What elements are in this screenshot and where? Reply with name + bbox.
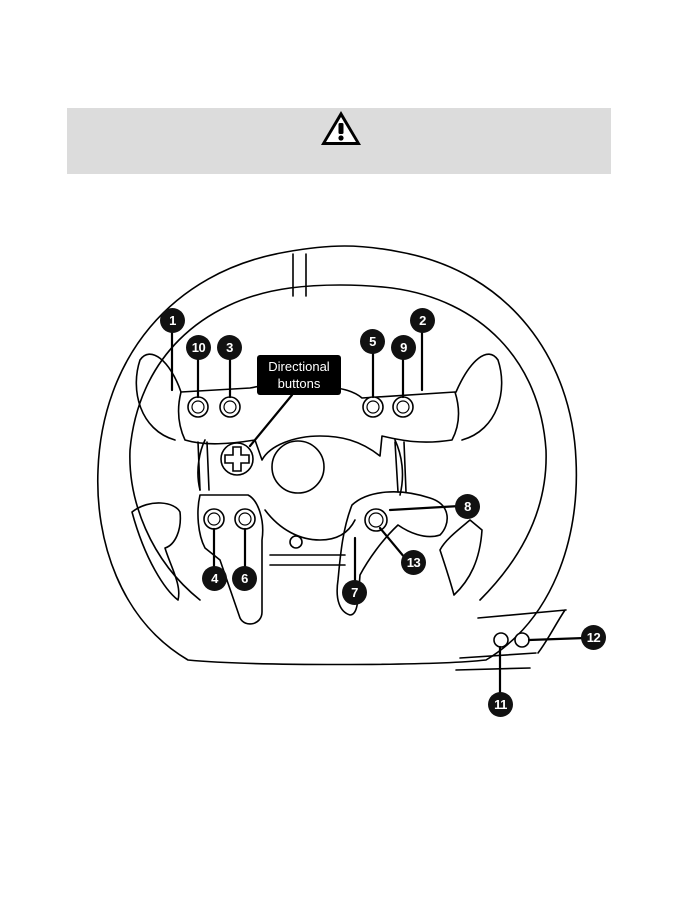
hub-bottom-hole (290, 536, 302, 548)
callout-10: 10 (186, 335, 211, 360)
hub-bottom (265, 510, 355, 565)
callout-1: 1 (160, 308, 185, 333)
left-lower-grip (132, 503, 180, 600)
callout-9: 9 (391, 335, 416, 360)
spoke-right (395, 442, 406, 492)
button-5-shape (363, 397, 383, 417)
callout-2: 2 (410, 308, 435, 333)
directional-label-line1: Directional (257, 358, 341, 375)
callout-11: 11 (488, 692, 513, 717)
right-lower-grip (440, 520, 482, 595)
callout-8: 8 (455, 494, 480, 519)
hub-center (272, 441, 324, 493)
rear-button-12-shape (515, 633, 529, 647)
rear-button-11-shape (494, 633, 508, 647)
callout-3: 3 (217, 335, 242, 360)
rim-top-stripe (293, 254, 306, 296)
button-3-shape (220, 397, 240, 417)
directional-label-line2: buttons (257, 375, 341, 392)
spoke-left (198, 442, 209, 490)
dpad-icon (221, 443, 253, 475)
button-10-shape (188, 397, 208, 417)
button-9-shape (393, 397, 413, 417)
callout-5: 5 (360, 329, 385, 354)
button-13-shape (365, 509, 387, 531)
callout-12: 12 (581, 625, 606, 650)
button-4-shape (204, 509, 224, 529)
callout-4: 4 (202, 566, 227, 591)
button-6-shape (235, 509, 255, 529)
directional-buttons-label: Directional buttons (257, 355, 341, 395)
left-paddle (136, 354, 181, 440)
callout-7: 7 (342, 580, 367, 605)
callout-13: 13 (401, 550, 426, 575)
callout-6: 6 (232, 566, 257, 591)
right-paddle (456, 354, 502, 440)
